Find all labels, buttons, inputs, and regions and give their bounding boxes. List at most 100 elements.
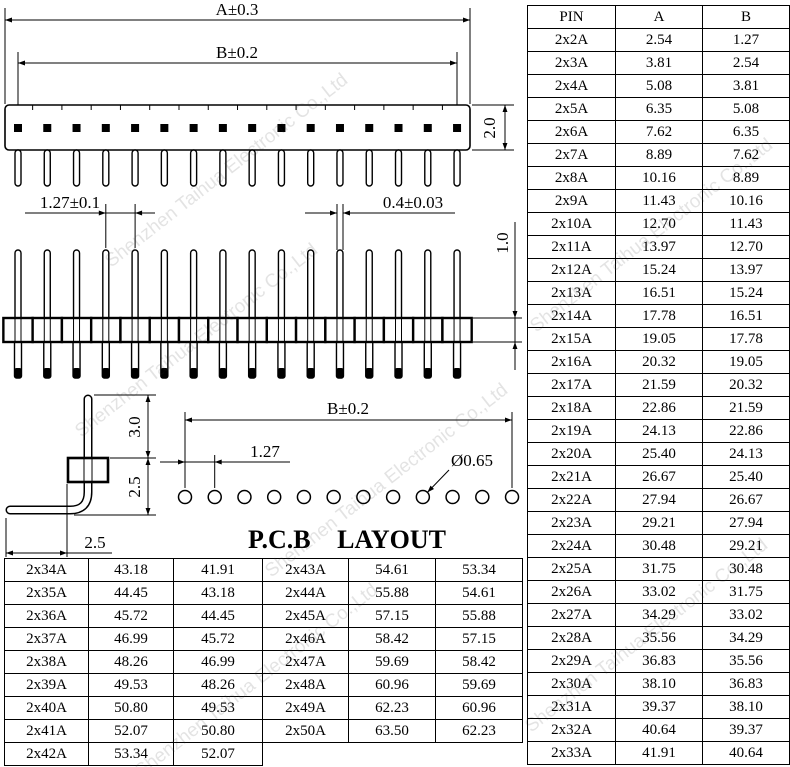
- pin-cell: 2x26A: [527, 580, 616, 604]
- dim-b-cell: 35.56: [702, 649, 790, 673]
- dim-a-cell: 30.48: [615, 534, 703, 558]
- pin-cell: 2x3A: [527, 51, 616, 75]
- dim-b-cell: 3.81: [702, 74, 790, 98]
- front-view-pin-tip: [14, 368, 22, 378]
- front-view-pin-through-body: [131, 317, 139, 343]
- front-view-pin-tip: [248, 368, 256, 378]
- top-view-pin-leg: [307, 149, 315, 187]
- dim-b-cell: 1.27: [702, 28, 790, 52]
- dim-a-cell: 43.18: [88, 558, 174, 582]
- pin-cell: 2x15A: [527, 327, 616, 351]
- dim-a-cell: 60.96: [348, 673, 436, 697]
- dim-b-cell: 2.54: [702, 51, 790, 75]
- dim-b-cell: 17.78: [702, 327, 790, 351]
- dim-a-cell: 25.40: [615, 442, 703, 466]
- pin-cell: 2x21A: [527, 465, 616, 489]
- dim-a-cell: 55.88: [348, 581, 436, 605]
- dim-b-cell: 15.24: [702, 281, 790, 305]
- dim-b-cell: 38.10: [702, 695, 790, 719]
- dim-b-cell: 49.53: [173, 696, 263, 720]
- front-view-pin-upper: [43, 249, 51, 323]
- pcb-hole-leader: [427, 469, 450, 493]
- dim-b-cell: 20.32: [702, 373, 790, 397]
- dim-b-cell: 12.70: [702, 235, 790, 259]
- pin-cell: 2x11A: [527, 235, 616, 259]
- front-view-pin-through-body: [365, 317, 373, 343]
- dim-a-cell: 7.62: [615, 120, 703, 144]
- front-view-pin-through-body: [395, 317, 403, 343]
- dim-b-cell: 60.96: [435, 696, 523, 720]
- dim-b-cell: 11.43: [702, 212, 790, 236]
- top-view-pin-leg: [248, 149, 256, 187]
- top-view-pin-leg: [336, 149, 344, 187]
- dim-b-cell: 39.37: [702, 718, 790, 742]
- dim-a-cell: 53.34: [88, 742, 174, 766]
- front-view-body-block: [294, 316, 327, 344]
- pin-cell: 2x37A: [4, 627, 89, 651]
- front-view-pin-through-body: [102, 317, 110, 343]
- dim-a-cell: 59.69: [348, 650, 436, 674]
- top-view-pin-leg: [43, 149, 51, 187]
- front-view-body-block: [441, 316, 473, 344]
- front-view-pin-upper: [424, 249, 432, 323]
- top-view-pin-leg: [394, 149, 403, 187]
- front-view-body-block: [236, 316, 268, 344]
- top-view-pin-leg: [277, 149, 286, 187]
- front-view-pin-tip: [307, 368, 315, 378]
- top-view-pin-leg: [160, 149, 169, 187]
- front-view-pin-upper: [131, 249, 139, 323]
- top-view-pin-square: [394, 124, 403, 132]
- front-view-pin-through-body: [73, 317, 81, 343]
- front-view-body-block: [324, 316, 356, 344]
- dim-b-cell: 44.45: [173, 604, 263, 628]
- pin-cell: 2x43A: [262, 558, 349, 582]
- table-header-row: PIN A B: [527, 5, 790, 29]
- dim-b-cell: 46.99: [173, 650, 263, 674]
- front-view-pin-through-body: [160, 317, 168, 343]
- pin-cell: 2x47A: [262, 650, 349, 674]
- dim-a-cell: 57.15: [348, 604, 436, 628]
- top-view-pin-leg: [219, 149, 227, 187]
- pin-cell: 2x27A: [527, 603, 616, 627]
- dim-b-cell: 34.29: [702, 626, 790, 650]
- pin-cell: 2x46A: [262, 627, 349, 651]
- side-view-dimensions: [5, 394, 156, 557]
- pin-cell: 2x16A: [527, 350, 616, 374]
- dim-a-cell: 54.61: [348, 558, 436, 582]
- dim-a-cell: 52.07: [88, 719, 174, 743]
- top-view-pin-square: [248, 124, 257, 132]
- front-view-pin-tip: [160, 368, 168, 378]
- front-view-pin-through-body: [14, 317, 22, 343]
- dim-a-cell: 62.23: [348, 696, 436, 720]
- dim-b-cell: 31.75: [702, 580, 790, 604]
- pin-cell: 2x31A: [527, 695, 616, 719]
- dim-body-label: 1.0: [493, 232, 512, 253]
- front-view-body-block: [411, 316, 444, 344]
- dim-a-cell: 13.97: [615, 235, 703, 259]
- pin-cell: 2x48A: [262, 673, 349, 697]
- dim-a-cell: 2.54: [615, 28, 703, 52]
- pin-cell: 2x8A: [527, 166, 616, 190]
- dim-a-cell: 17.78: [615, 304, 703, 328]
- pin-cell: 2x13A: [527, 281, 616, 305]
- pin-cell: 2x14A: [527, 304, 616, 328]
- bent-pin-fill: [7, 396, 91, 513]
- pin-cell: 2x44A: [262, 581, 349, 605]
- dim-a-cell: 8.89: [615, 143, 703, 167]
- front-view-pin-upper: [72, 249, 81, 323]
